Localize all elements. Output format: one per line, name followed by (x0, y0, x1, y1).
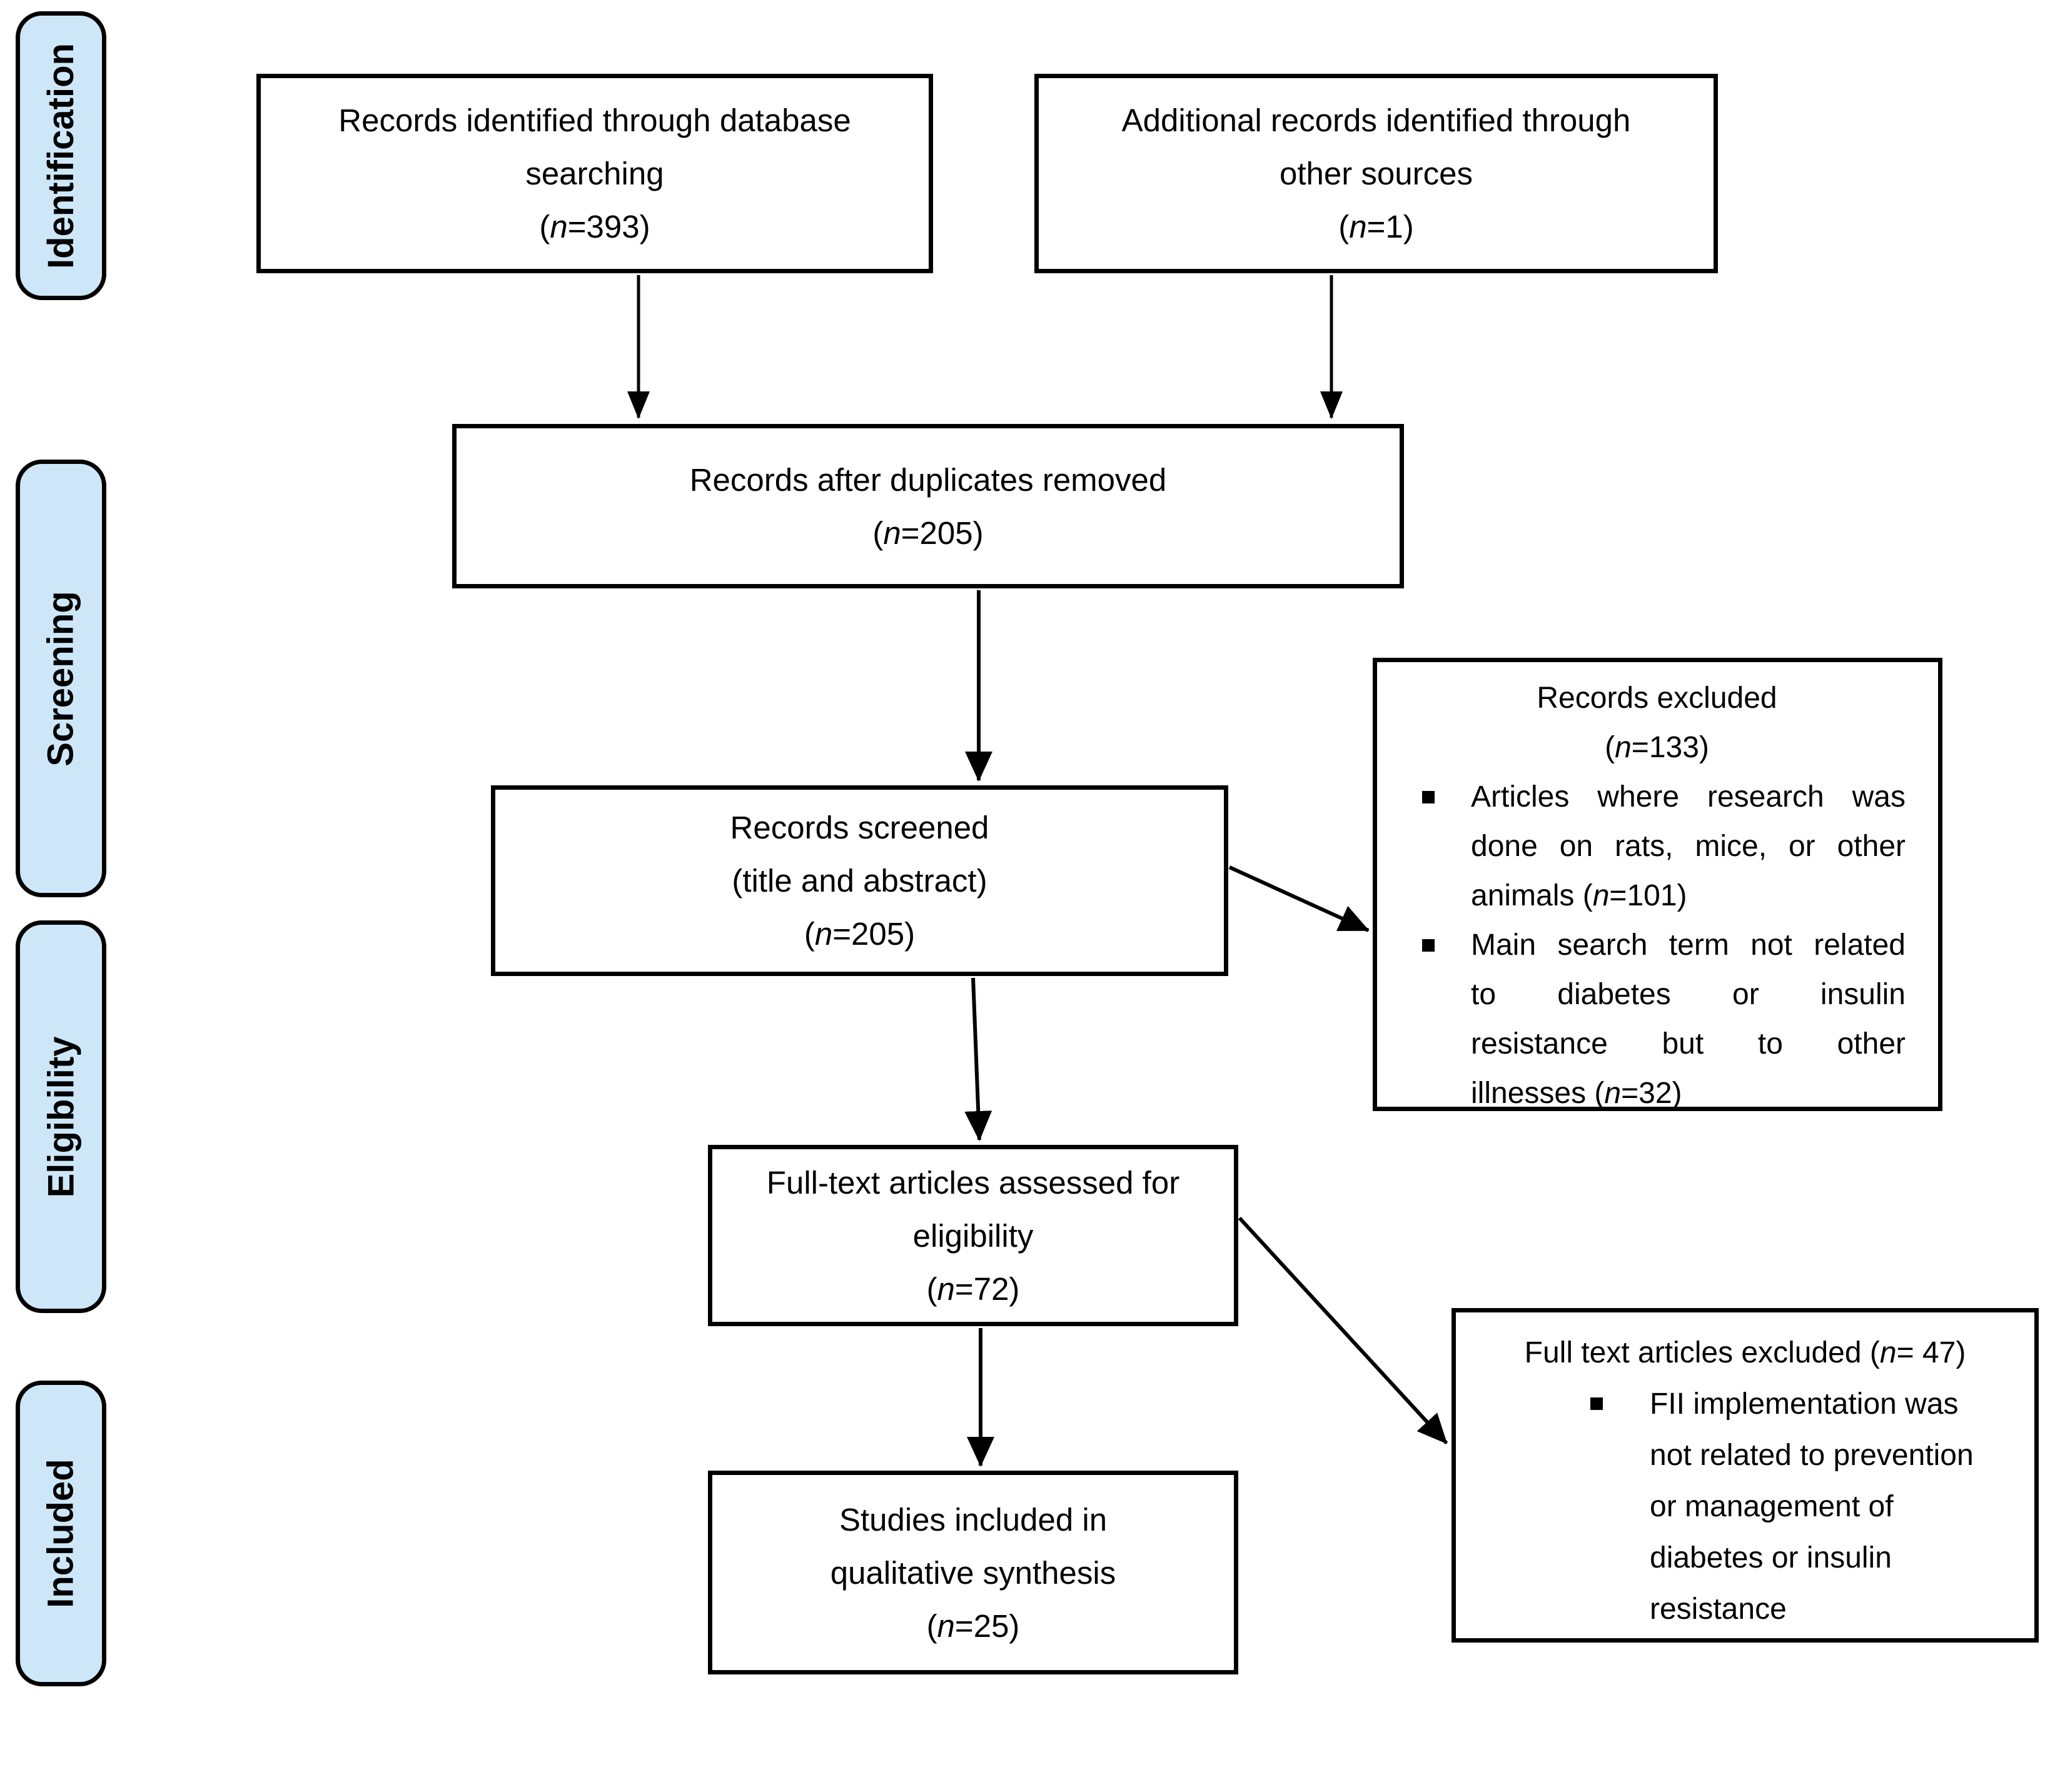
text-line: Articles where research was (1471, 780, 1906, 813)
text-line: or management of (1650, 1490, 1894, 1523)
text-line: FII implementation was (1650, 1387, 1959, 1421)
text-line: resistance (1650, 1593, 1787, 1626)
stage-label: Included (41, 1459, 81, 1608)
text-line: to diabetes or insulin (1471, 978, 1906, 1011)
box-records-identified: Records identified through database sear… (256, 74, 933, 273)
text-line: (n=205) (872, 515, 984, 551)
text-line: Records screened (730, 810, 989, 845)
text-line: diabetes or insulin (1650, 1541, 1892, 1574)
box-fulltext-excluded: Full text articles excluded (n= 47) FII … (1452, 1308, 2039, 1643)
text-line: Records excluded (1537, 682, 1777, 715)
text-line: (n=205) (804, 916, 916, 952)
bullet-square-icon (1590, 1397, 1603, 1410)
bullet-square-icon (1422, 939, 1435, 952)
box-additional-records: Additional records identified through ot… (1034, 74, 1718, 273)
text-line: animals (n=101) (1471, 879, 1687, 912)
text-line: searching (525, 156, 664, 191)
stage-identification: Identification (16, 11, 106, 300)
text-line: (n=72) (926, 1271, 1020, 1307)
bullet-square-icon (1422, 791, 1435, 803)
text-line: (n=133) (1605, 731, 1709, 764)
box-duplicates-removed: Records after duplicates removed (n=205) (452, 424, 1404, 588)
bullet-item: Main search term not related to diabetes… (1408, 920, 1906, 1118)
stage-screening: Screening (16, 460, 106, 897)
text-line: Full-text articles assessed for (766, 1164, 1180, 1201)
text-line: Studies included in (839, 1501, 1108, 1538)
text-line: Full text articles excluded (n= 47) (1524, 1336, 1966, 1369)
text-line: (n=1) (1338, 209, 1414, 244)
text-line: not related to prevention (1650, 1439, 1974, 1472)
stage-label: Eligibility (41, 1036, 81, 1197)
box-studies-included: Studies included in qualitative synthesi… (708, 1471, 1238, 1674)
bullet-item: FII implementation was not related to pr… (1484, 1379, 2006, 1635)
box-records-excluded: Records excluded (n=133) Articles where … (1373, 658, 1942, 1111)
stage-label: Screening (41, 590, 81, 767)
stage-included: Included (16, 1381, 106, 1686)
box-records-screened: Records screened (title and abstract) (n… (491, 785, 1228, 976)
text-line: other sources (1280, 156, 1473, 191)
text-line: Records identified through database (338, 103, 851, 138)
text-line: done on rats, mice, or other (1471, 830, 1906, 863)
text-line: Records after duplicates removed (689, 461, 1167, 498)
text-line: eligibility (912, 1217, 1034, 1254)
text-line: (title and abstract) (732, 863, 987, 899)
arrow-screened-to-assessed (964, 977, 992, 1141)
arrow-assessed-to-fulltext-excluded (1238, 1216, 1448, 1445)
text-line: resistance but to other (1471, 1027, 1906, 1060)
text-line: qualitative synthesis (830, 1554, 1116, 1591)
stage-label: Identification (41, 43, 82, 269)
bullet-item: Articles where research was done on rats… (1408, 772, 1906, 920)
text-line: Main search term not related (1471, 929, 1906, 962)
text-line: Additional records identified through (1121, 103, 1631, 138)
text-line: illnesses (n=32) (1471, 1077, 1682, 1110)
text-line: (n=393) (539, 209, 650, 244)
stage-eligibility: Eligibility (16, 920, 106, 1313)
arrow-screened-to-excluded (1228, 865, 1370, 932)
text-line: (n=25) (926, 1608, 1020, 1644)
box-fulltext-assessed: Full-text articles assessed for eligibil… (708, 1145, 1238, 1326)
